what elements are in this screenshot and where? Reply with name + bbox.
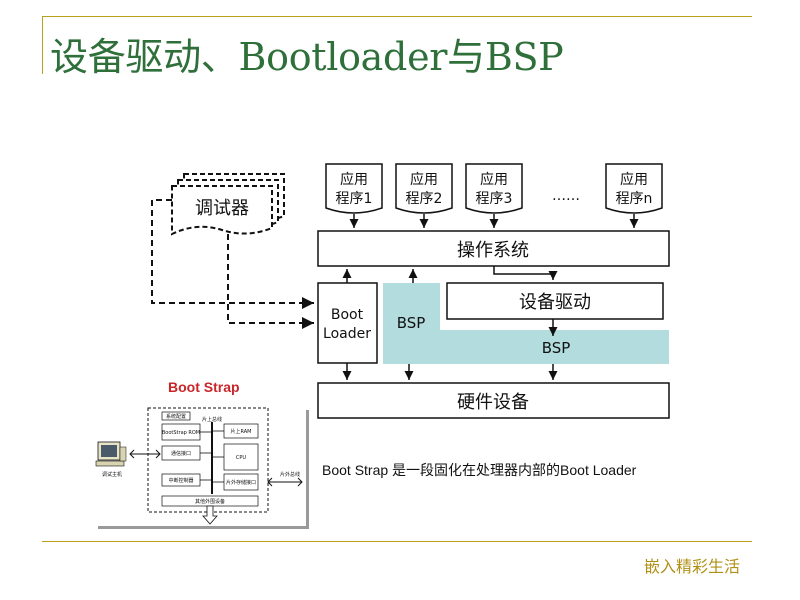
block-bootstrap-rom-label: BootStrap ROM (162, 430, 200, 436)
block-offchip-mem-label: 片外存储接口 (226, 479, 256, 486)
app-2-line1: 应用 (410, 171, 438, 188)
block-system-config (161, 411, 191, 421)
os-box (317, 230, 670, 267)
app-3-line1: 应用 (480, 171, 508, 188)
device-driver-label: 设备驱动 (519, 292, 591, 313)
app-box-2: 应用 程序2 (395, 163, 453, 214)
block-system-config-label: 系统配置 (166, 413, 186, 420)
app-3-line2: 程序3 (476, 191, 513, 207)
bottom-rule (42, 541, 752, 542)
hardware-label: 硬件设备 (457, 392, 529, 413)
bsp-left-label: BSP (397, 314, 426, 332)
debugger-label: 调试器 (195, 198, 249, 219)
block-interrupt-ctrl-label: 中断控制器 (168, 477, 193, 484)
app-n-line2: 程序n (616, 191, 653, 207)
os-label: 操作系统 (457, 240, 529, 261)
bootloader-line1: Boot (331, 307, 364, 323)
app-1-line2: 程序1 (336, 191, 373, 207)
peripheral-down-arrow (202, 505, 218, 525)
offchip-bus-arrow (267, 477, 303, 487)
dashed-link-inner (227, 234, 314, 329)
host-computer-icon (95, 441, 127, 467)
block-onchip-ram-label: 片上RAM (230, 428, 251, 435)
onchip-bus-label: 片上总线 (202, 416, 222, 423)
app-box-3: 应用 程序3 (465, 163, 523, 214)
block-other-peripherals-label: 其他外围设备 (195, 498, 225, 505)
app-2-line2: 程序2 (406, 191, 443, 207)
page-title: 设备驱动、Bootloader与BSP (50, 35, 564, 79)
title-left-rule (42, 16, 43, 74)
app-box-n: 应用 程序n (605, 163, 663, 214)
device-driver-box (446, 282, 664, 320)
bsp-right-label: BSP (542, 339, 571, 357)
debugger-shape (171, 173, 285, 236)
bus-label: 片外总线 (280, 471, 300, 478)
block-comm-port-label: 通信接口 (171, 450, 191, 457)
apps-ellipsis: …… (552, 188, 580, 204)
bootloader-line2: Loader (323, 326, 371, 342)
host-link-arrow (129, 449, 161, 459)
footer-text: 嵌入精彩生活 (643, 557, 740, 576)
app-n-line1: 应用 (620, 171, 648, 188)
bootloader-box (317, 282, 378, 364)
host-label: 调试主机 (102, 471, 122, 478)
bootstrap-title: Boot Strap (168, 379, 240, 395)
bootstrap-figure: 系统配置 片上总线 BootStrap ROM 片上RAM 通信接口 CPU 中… (95, 407, 309, 529)
dashed-link-outer (151, 199, 314, 309)
bootstrap-frame-bottom (98, 526, 309, 529)
top-rule (42, 16, 752, 17)
bootstrap-frame-right (306, 410, 309, 528)
block-cpu-label: CPU (236, 455, 247, 461)
arrow-os-driver (493, 266, 558, 280)
app-1-line1: 应用 (340, 171, 368, 188)
hardware-box (317, 382, 670, 419)
app-box-1: 应用 程序1 (325, 163, 383, 214)
bsp-region (383, 283, 669, 364)
diagram-caption: Boot Strap 是一段固化在处理器内部的Boot Loader (322, 462, 637, 478)
